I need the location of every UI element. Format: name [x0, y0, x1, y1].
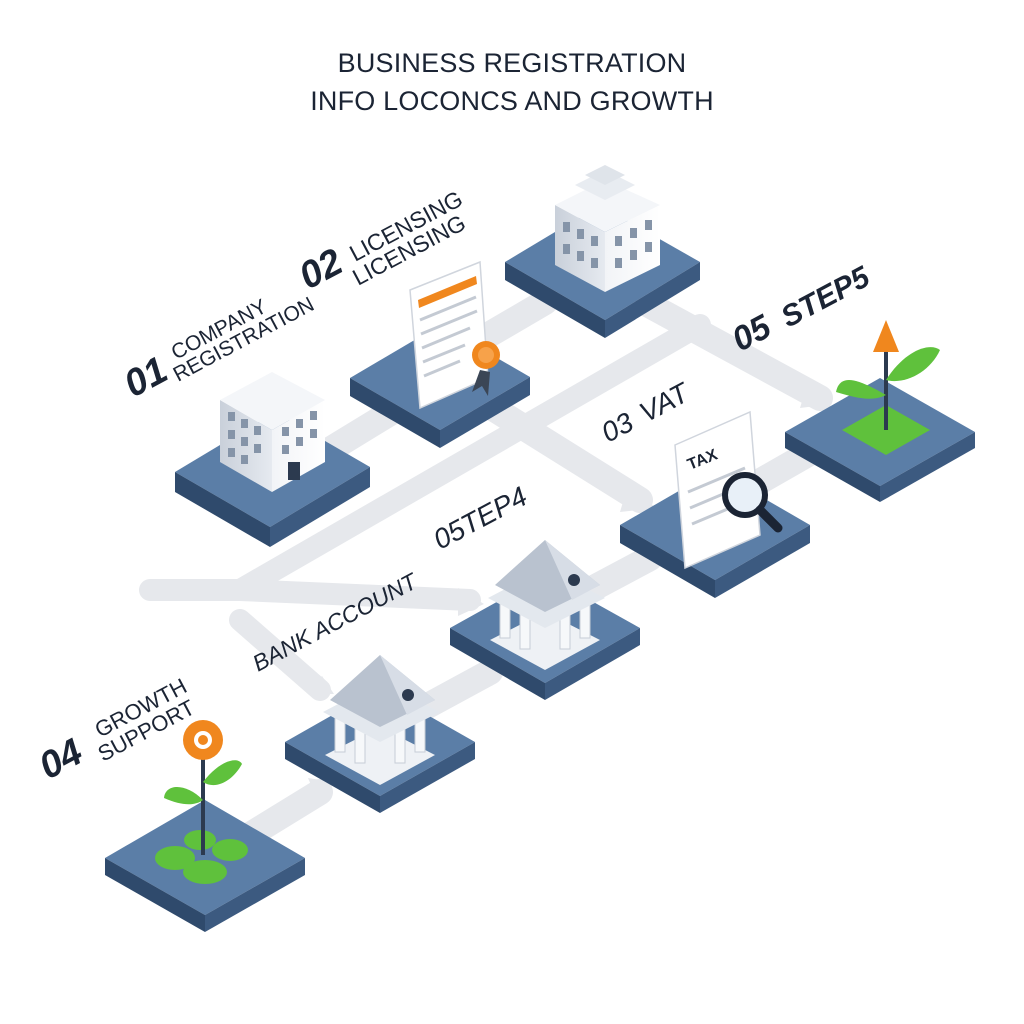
flow-arrows: [139, 287, 833, 848]
step-04-number: 04: [33, 731, 90, 788]
arrow-office-to-05: [627, 287, 833, 411]
bank-building-icon: [488, 540, 605, 670]
arrow-growth-to-bank: [237, 778, 334, 848]
platform-company-registration: [175, 372, 370, 547]
step-05-text: STEP5: [776, 260, 877, 334]
diagram-title-line-1: BUSINESS REGISTRATION: [337, 48, 687, 78]
step-02-number: 02: [293, 241, 350, 298]
step-01-number: 01: [118, 349, 175, 406]
growth-arrow-plant-icon: [836, 320, 940, 455]
step-03-number: 03: [596, 406, 638, 448]
license-document-icon: [409, 260, 500, 410]
headquarters-building-icon: [555, 165, 660, 292]
platform-growth-support: [105, 720, 305, 932]
platform-step5: [785, 320, 975, 502]
tax-document-icon: TAX: [674, 410, 783, 570]
platform-bank-account: [285, 655, 475, 813]
label-step4: 05TEP4: [428, 480, 532, 555]
arrow-02-to-tax: [467, 387, 656, 513]
platform-vat: TAX: [620, 410, 810, 598]
growth-plant-icon: [155, 720, 248, 884]
magnifier-icon: [722, 472, 783, 533]
label-step-04: 04 GROWTH SUPPORT: [33, 673, 199, 788]
bank-building-icon-2: [323, 655, 440, 785]
platform-office: [505, 165, 700, 338]
platform-licensing: [350, 260, 530, 448]
step-03-text: VAT: [634, 376, 695, 428]
label-step-05: 05 STEP5: [726, 260, 876, 359]
office-building-icon: [220, 372, 325, 492]
arrow-grid-lines: [139, 314, 711, 701]
certificate-seal-icon: [472, 341, 500, 396]
diagram-title-line-2: INFO LOCONCS AND GROWTH: [310, 86, 714, 116]
platform-bank-step4: [450, 540, 640, 700]
